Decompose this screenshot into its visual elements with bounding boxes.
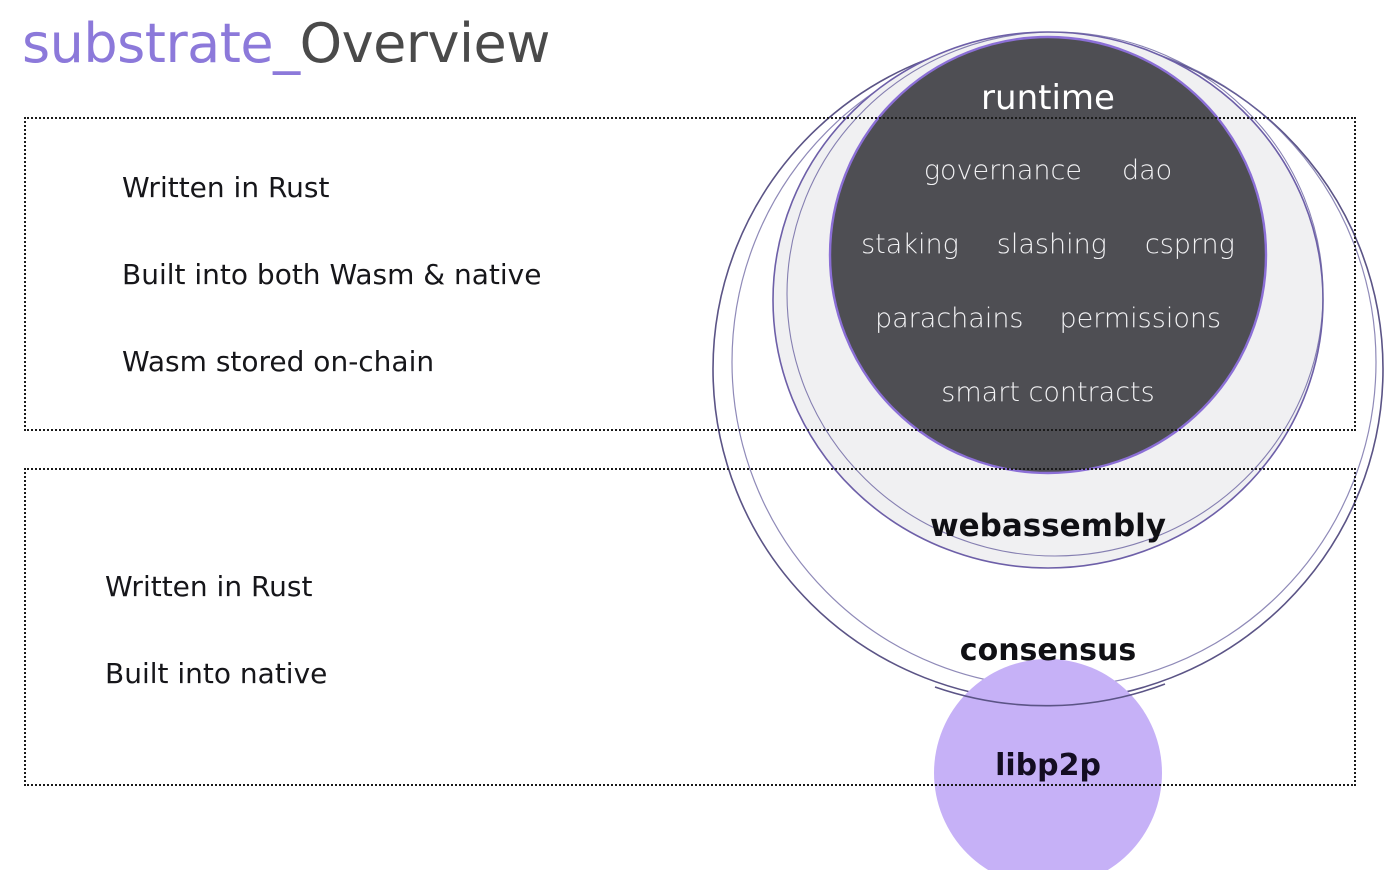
webassembly-label: webassembly — [929, 508, 1167, 544]
built-panel-line-3: Wasm stored on-chain — [122, 345, 435, 378]
consensus-bottom-arc — [934, 683, 1166, 707]
brand-name: substrate_ — [22, 12, 300, 75]
native-panel-line-2: Built into native — [105, 657, 328, 690]
libp2p-circle — [934, 659, 1162, 870]
webassembly-outline-secondary — [786, 31, 1324, 557]
runtime-label: runtime — [981, 78, 1115, 118]
runtime-feature-staking: staking — [861, 229, 959, 260]
runtime-feature-slashing: slashing — [996, 229, 1107, 260]
runtime-feature-row: staking slashing csprng — [861, 229, 1235, 260]
runtime-feature-row: governance dao — [924, 155, 1172, 186]
runtime-feature-csprng: csprng — [1144, 229, 1235, 260]
runtime-feature-parachains: parachains — [874, 303, 1024, 334]
page-title: substrate_Overview — [22, 12, 550, 76]
runtime-feature-permissions: permissions — [1059, 303, 1222, 334]
page-section-name: Overview — [299, 12, 551, 75]
native-panel-line-1: Written in Rust — [105, 570, 313, 603]
built-panel-line-1: Written in Rust — [122, 171, 330, 204]
runtime-feature-smart-contracts: smart contracts — [941, 377, 1155, 408]
runtime-feature-dao: dao — [1121, 155, 1173, 186]
libp2p-label: libp2p — [995, 748, 1101, 783]
runtime-circle — [828, 35, 1268, 475]
built-panel-line-2: Built into both Wasm & native — [122, 258, 542, 291]
consensus-label: consensus — [959, 633, 1137, 668]
runtime-feature-row: parachains permissions — [875, 303, 1221, 334]
built-panel: Written in Rust Built into both Wasm & n… — [24, 117, 1356, 431]
runtime-feature-row: smart contracts — [941, 377, 1154, 408]
runtime-feature-governance: governance — [923, 155, 1082, 186]
native-panel: Written in Rust Built into native — [24, 468, 1356, 786]
